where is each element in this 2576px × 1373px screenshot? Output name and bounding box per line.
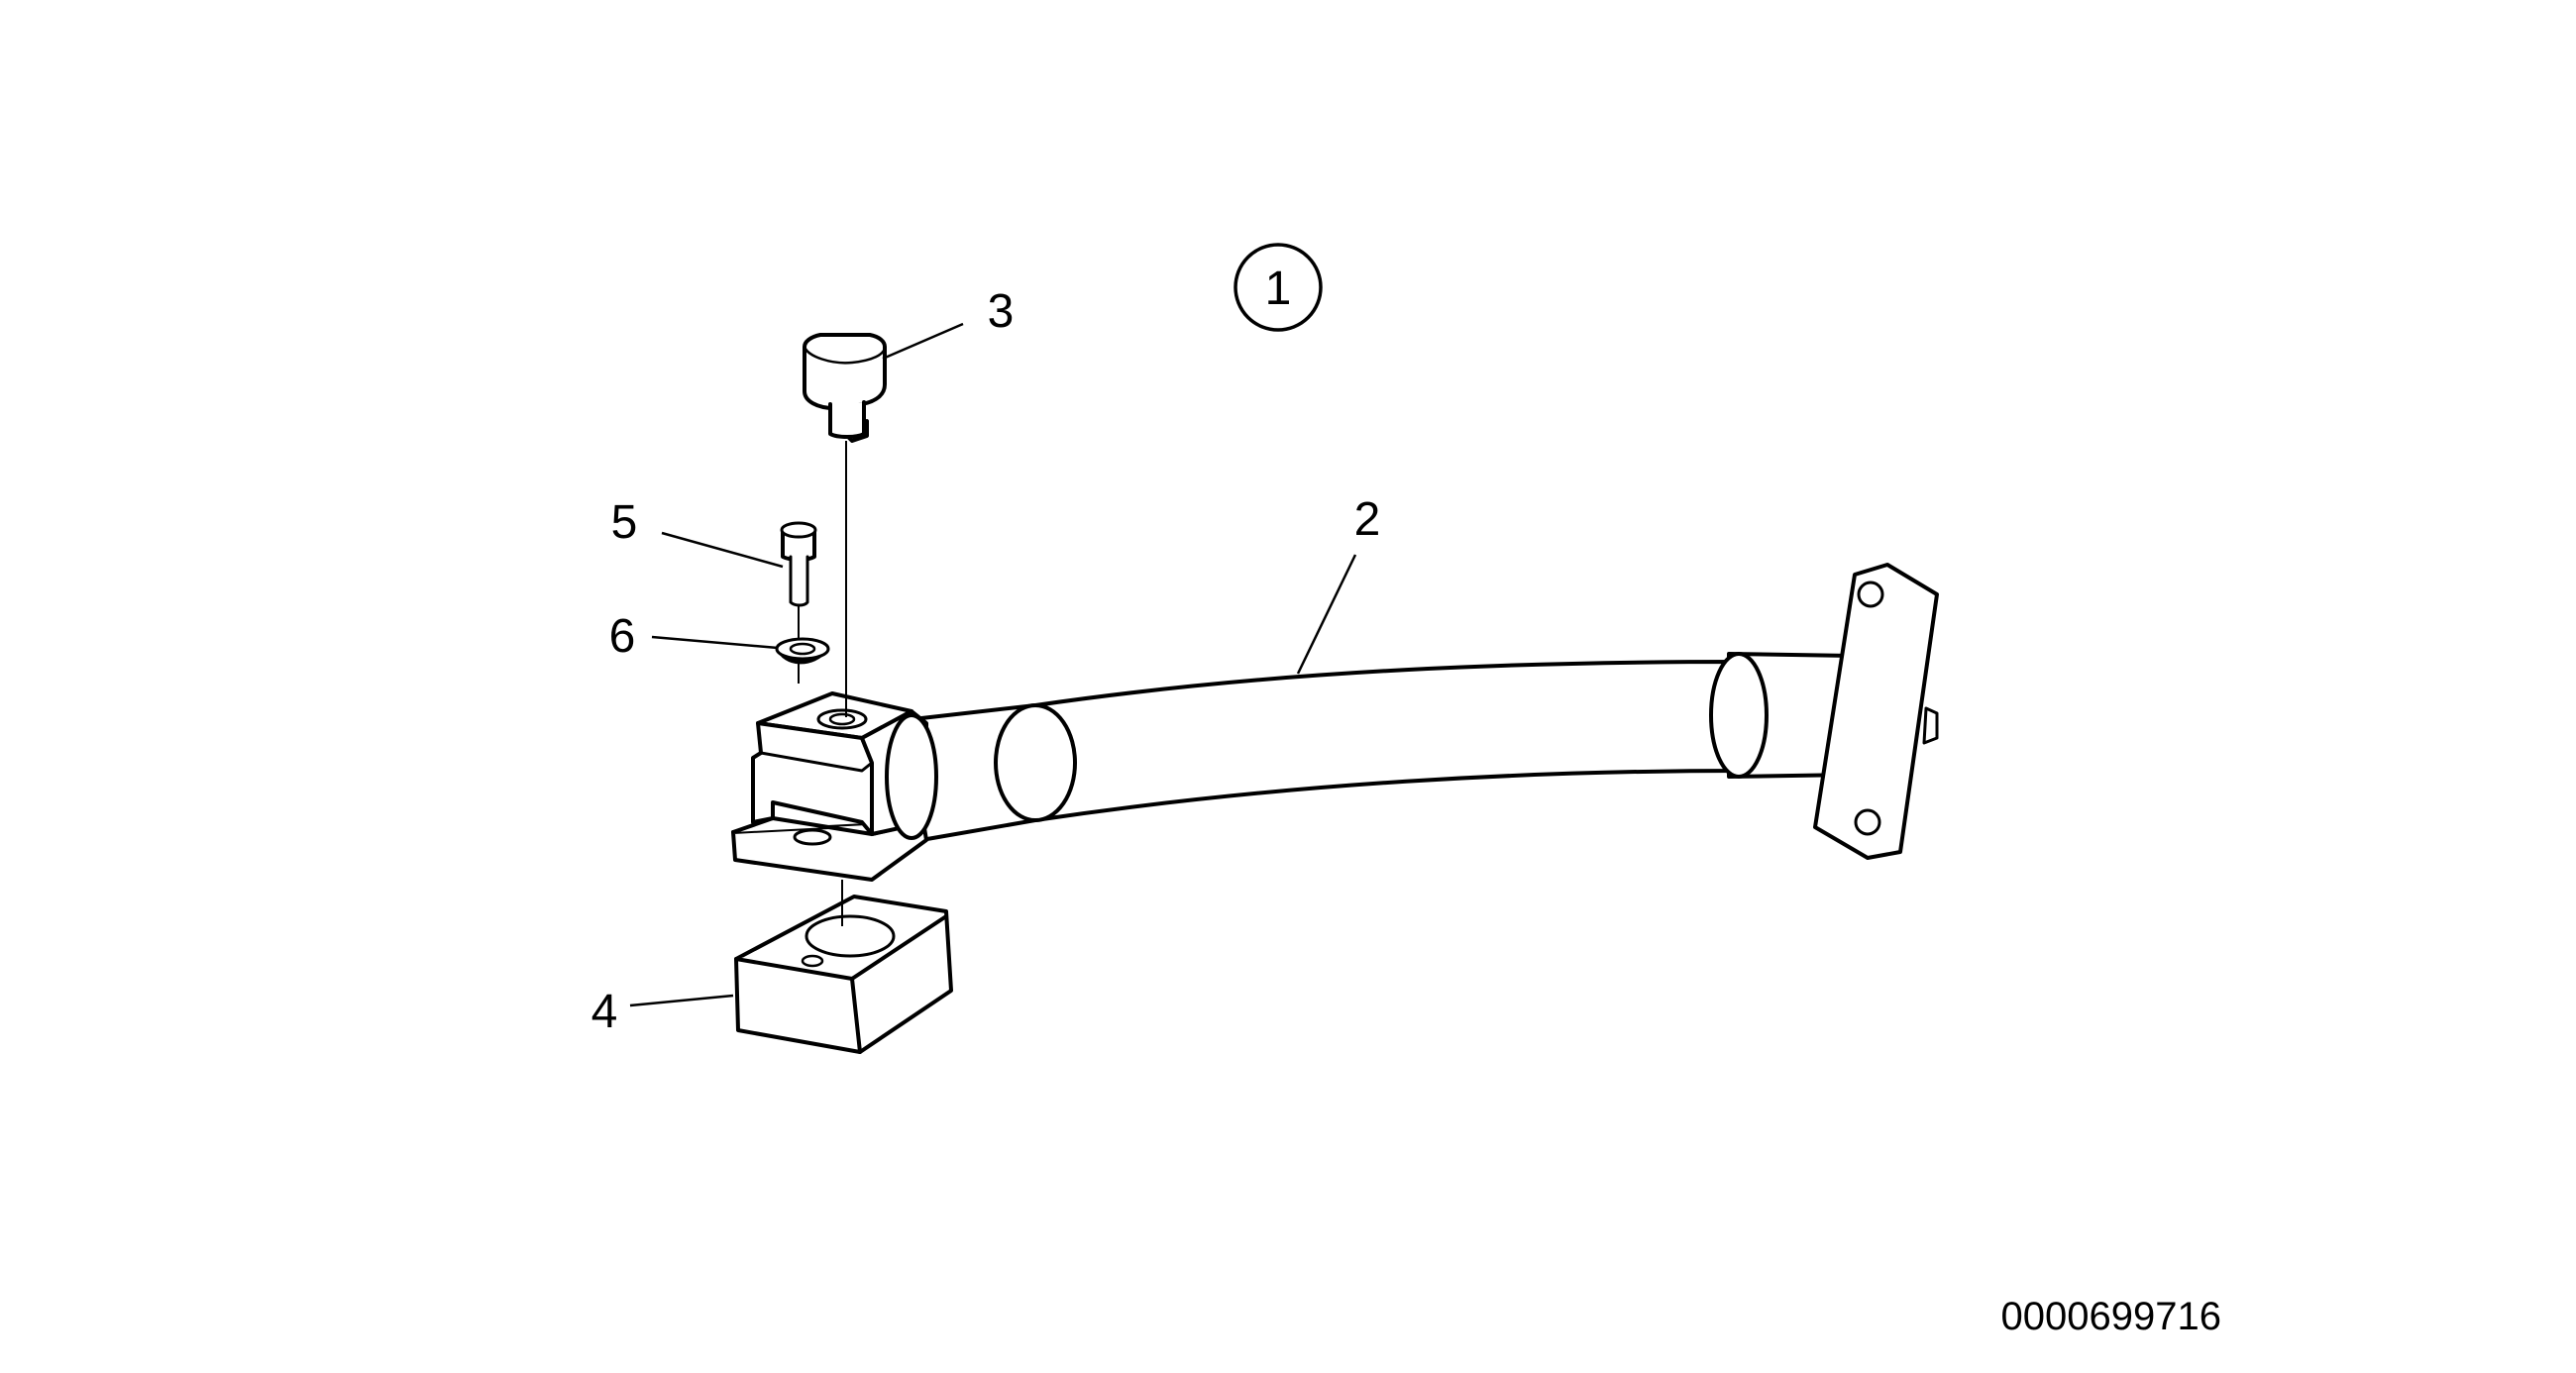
part-knob: [803, 333, 887, 443]
assembly-axis-lines: [798, 441, 847, 926]
part-spacer-block: [734, 895, 953, 1054]
group-label: 1: [1234, 243, 1323, 332]
callout-6: 6: [609, 610, 636, 663]
part-washer: [775, 637, 830, 665]
document-number: 0000699716: [2001, 1295, 2221, 1338]
callout-3: 3: [988, 285, 1015, 338]
callout-5: 5: [611, 496, 638, 549]
part-screw: [780, 521, 817, 607]
callout-2: 2: [1354, 493, 1381, 546]
leader-lines: [629, 322, 1357, 1007]
callout-4: 4: [591, 986, 618, 1038]
part-tube-bracket: [731, 563, 1939, 882]
group-label-number: 1: [1265, 263, 1292, 315]
